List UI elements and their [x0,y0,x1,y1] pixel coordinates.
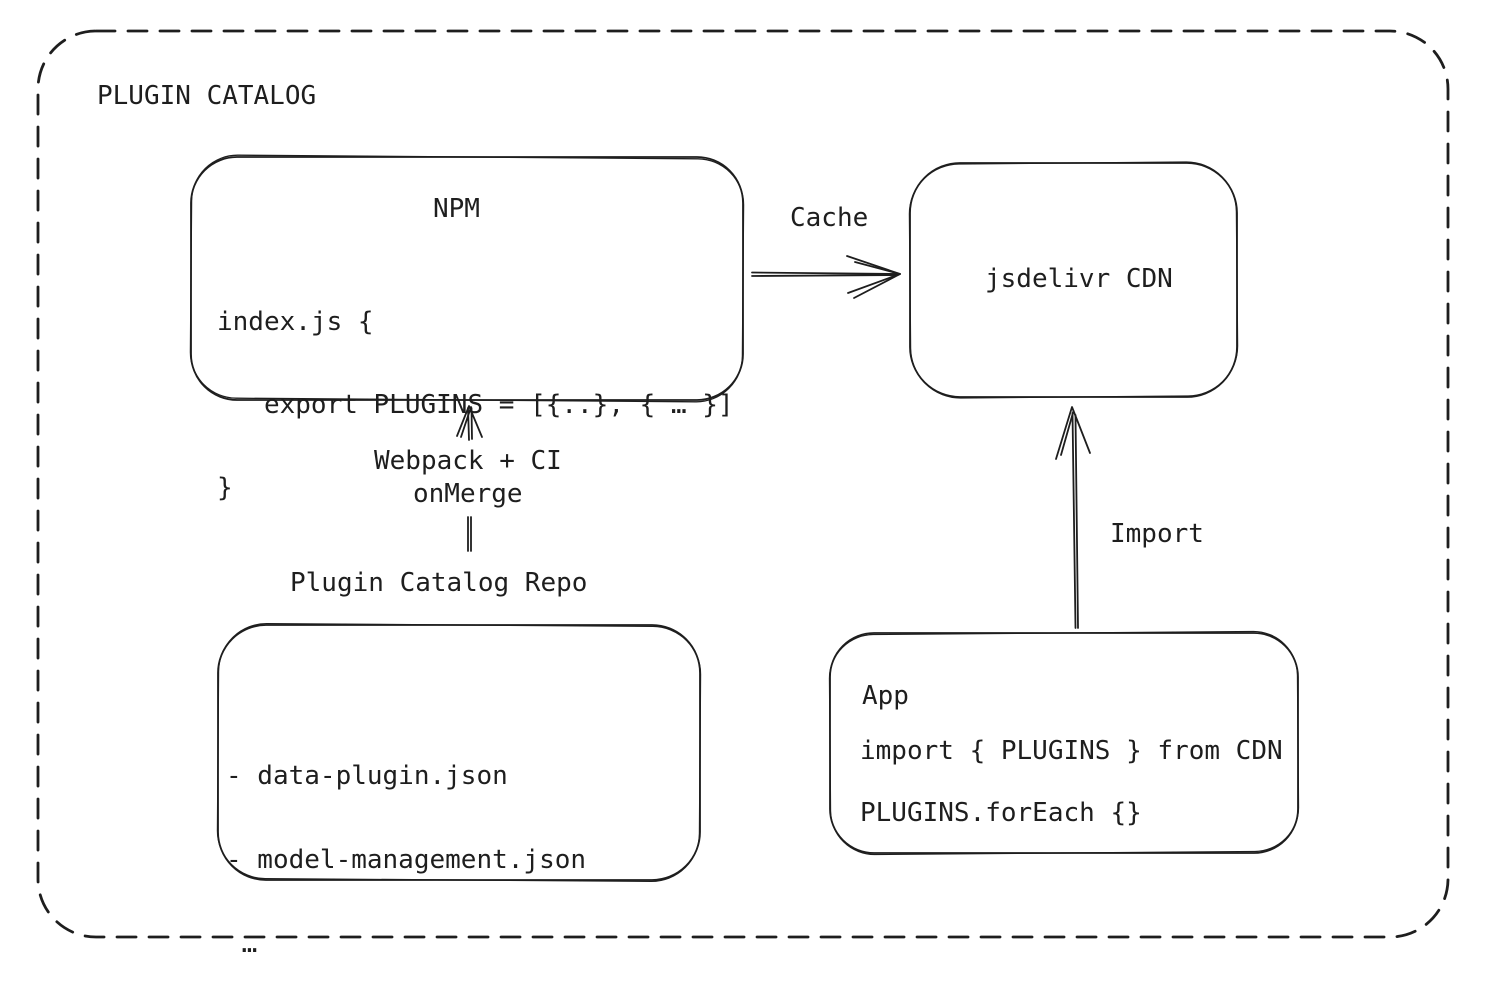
repo-box [216,623,702,882]
webpack-arrow-label-line2: onMerge [413,479,523,509]
webpack-arrow [456,405,483,552]
app-box-title: App [862,681,909,711]
repo-heading: Plugin Catalog Repo [290,568,588,598]
npm-code-line: } [217,473,233,503]
repo-file-list: - data-plugin.json - model-management.js… [226,708,586,1002]
app-box [828,630,1300,856]
npm-box-title: NPM [433,194,480,224]
app-code-line: PLUGINS.forEach {} [860,798,1142,828]
cache-arrow [751,255,901,299]
npm-code-line: index.js { [217,307,374,337]
cdn-box [908,161,1239,399]
outer-dashed-border [36,29,1450,939]
npm-code-line: export PLUGINS = [{..}, { … }] [217,390,734,420]
import-arrow [1055,406,1091,629]
webpack-arrow-label-line1: Webpack + CI [374,446,562,476]
repo-file-item: … [226,929,258,959]
diagram-title: PLUGIN CATALOG [97,81,317,111]
repo-file-item: - data-plugin.json [226,761,508,791]
repo-file-item: - model-management.json [226,845,587,875]
cache-arrow-label: Cache [790,203,869,233]
cdn-box-title: jsdelivr CDN [985,264,1173,294]
npm-box [189,154,745,403]
npm-code-block: index.js { export PLUGINS = [{..}, { … }… [217,255,734,556]
import-arrow-label: Import [1110,519,1204,549]
app-code-line: import { PLUGINS } from CDN [860,736,1283,766]
